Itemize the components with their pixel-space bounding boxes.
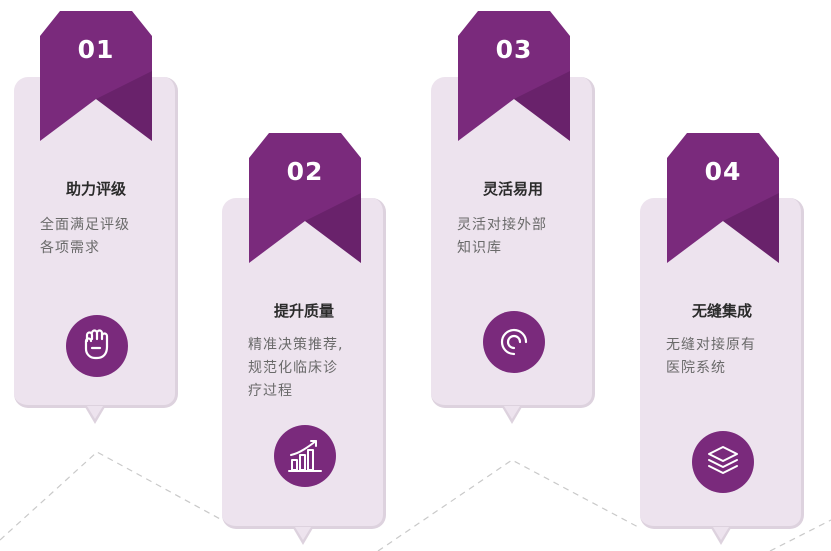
card-description: 精准决策推荐, 规范化临床诊 疗过程 bbox=[248, 337, 344, 399]
card-number: 03 bbox=[495, 35, 533, 64]
spiral-icon bbox=[483, 311, 545, 373]
card-title: 无缝集成 bbox=[691, 302, 752, 320]
card-description: 无缝对接原有 医院系统 bbox=[666, 337, 756, 376]
card-number: 01 bbox=[77, 35, 115, 64]
card-title: 提升质量 bbox=[273, 302, 334, 320]
number-tab-4: 04 bbox=[667, 133, 779, 263]
card-description: 灵活对接外部 知识库 bbox=[457, 217, 547, 256]
hand-icon bbox=[66, 315, 128, 377]
card-title: 灵活易用 bbox=[482, 180, 543, 198]
number-tab-3: 03 bbox=[458, 11, 570, 141]
chart-growth-icon bbox=[274, 425, 336, 487]
card-number: 04 bbox=[704, 157, 742, 186]
card-title: 助力评级 bbox=[65, 180, 126, 198]
card-number: 02 bbox=[286, 157, 324, 186]
card-description: 全面满足评级 各项需求 bbox=[40, 217, 130, 256]
feature-card-1: 助力评级 全面满足评级 各项需求 bbox=[14, 77, 178, 424]
number-tab-2: 02 bbox=[249, 133, 361, 263]
layers-icon bbox=[692, 431, 754, 493]
number-tab-1: 01 bbox=[40, 11, 152, 141]
